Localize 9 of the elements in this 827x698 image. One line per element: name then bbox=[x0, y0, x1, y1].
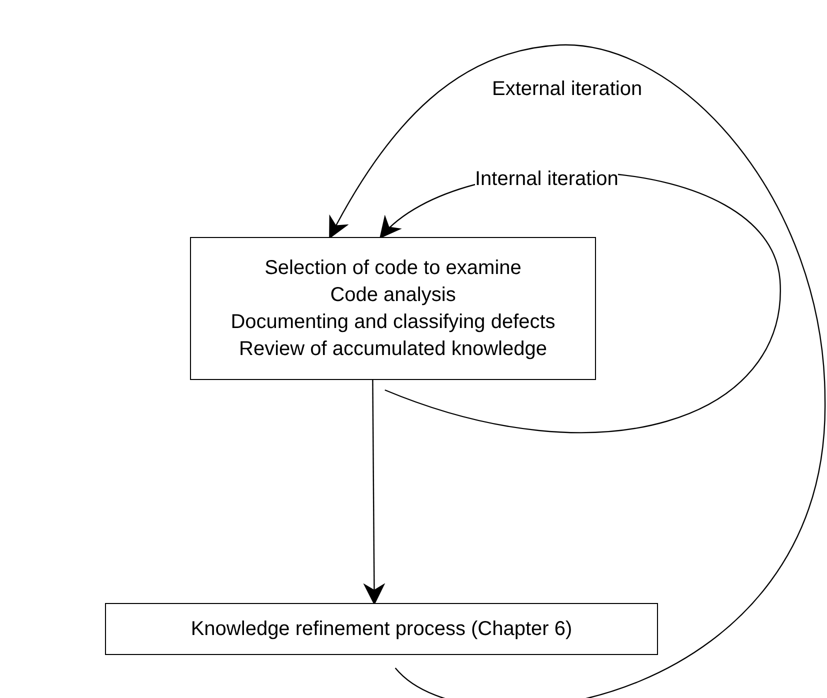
arrow bbox=[363, 380, 386, 606]
process-box bbox=[105, 603, 658, 655]
box-text: Review of accumulated knowledge bbox=[239, 336, 547, 362]
box-text: Knowledge refinement process (Chapter 6) bbox=[190, 616, 572, 642]
box-text: Code analysis bbox=[330, 282, 456, 308]
box-text: Documenting and classifying defects bbox=[230, 310, 556, 334]
process-box bbox=[190, 237, 596, 380]
box-text: Selection of code to examine bbox=[264, 256, 522, 280]
arrow bbox=[329, 44, 826, 698]
